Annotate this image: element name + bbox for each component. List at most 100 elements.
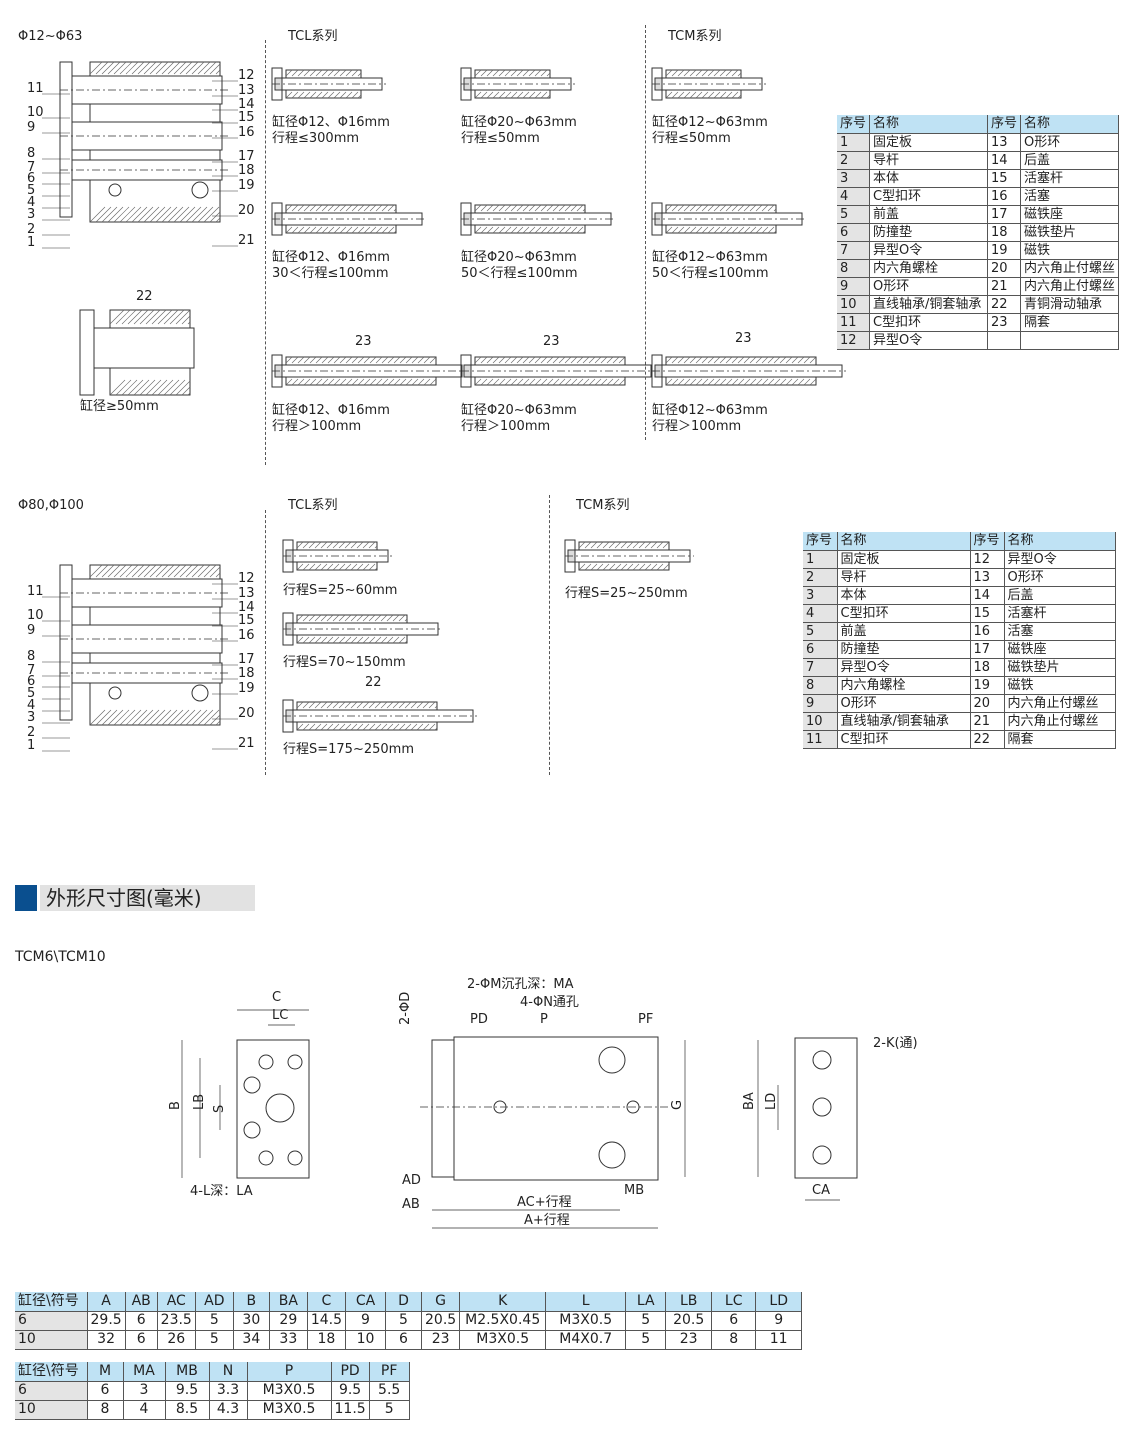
hatch-line [540, 91, 548, 99]
hatch-line [422, 701, 430, 709]
rear-hole [812, 1097, 832, 1117]
hatch-line [137, 61, 151, 75]
table-cell: 3 [123, 1381, 166, 1401]
hatch-line [339, 226, 347, 234]
table-cell: 6 [15, 1311, 88, 1331]
hatch-line [737, 378, 745, 386]
hatch-line [374, 636, 382, 644]
side-plate [431, 1039, 455, 1178]
hatch-line [608, 541, 616, 549]
guide-hole [243, 1076, 261, 1094]
hatch-line [504, 204, 512, 212]
hatch-line [326, 541, 334, 549]
table-cell: 9 [837, 277, 871, 296]
table-cell: 隔套 [1020, 313, 1120, 332]
caption-bore: 缸径Φ20~Φ63mm [461, 250, 577, 265]
table-cell: 本体 [837, 586, 971, 605]
hatch-line [749, 378, 757, 386]
hatch-line [737, 94, 742, 99]
hatch-line [417, 356, 425, 364]
hatch-line [695, 69, 703, 77]
hatch-line [773, 356, 781, 364]
hatch-line [618, 378, 626, 386]
hatch-line [522, 69, 530, 77]
hatch-line [665, 91, 673, 99]
hatch-line [303, 356, 311, 364]
hatch-line [486, 356, 494, 364]
table-cell: 30 [233, 1311, 270, 1331]
caption-stroke: 行程＞100mm [272, 419, 362, 434]
hatch-line [719, 91, 727, 99]
hatch-line [534, 378, 542, 386]
hatch-line [411, 356, 419, 364]
hatch-line [362, 701, 370, 709]
part-number: 13 [238, 586, 255, 601]
part-number: 21 [238, 736, 255, 751]
hatch-line [363, 378, 371, 386]
part-number: 13 [238, 83, 255, 98]
part-number: 5 [27, 183, 36, 198]
hatch-line [749, 356, 757, 364]
table-cell: 隔套 [1004, 730, 1116, 749]
hatch-line [308, 541, 316, 549]
hatch-line [707, 69, 715, 77]
hatch-line [375, 226, 383, 234]
column-header: 序号 [987, 115, 1022, 134]
hatch-line [626, 541, 634, 549]
caption-bore: 缸径Φ12、Φ16mm [272, 115, 390, 130]
part-number: 4 [27, 698, 36, 713]
hatch-line [558, 204, 566, 212]
hatch-line [689, 204, 697, 212]
table-cell: 10 [803, 712, 838, 731]
column-header: 序号 [970, 532, 1005, 551]
hatch-line [677, 226, 685, 234]
hatch-line [380, 636, 388, 644]
stroke-caption: 行程S=175~250mm [283, 742, 414, 757]
table-cell: 20.5 [665, 1311, 713, 1331]
hatch-line [363, 204, 371, 212]
table-cell: 磁铁座 [1020, 205, 1120, 224]
hatch-line [683, 91, 691, 99]
rod-hole [265, 1093, 295, 1123]
hatch-line [303, 226, 311, 234]
part-number: 19 [238, 178, 255, 193]
hatch-line [410, 723, 418, 731]
hatch-line [602, 541, 610, 549]
hatch-line [620, 541, 628, 549]
hatch-line [338, 563, 346, 571]
table-cell: 5 [385, 1311, 423, 1331]
hatch-line [803, 356, 811, 364]
hatch-line [677, 378, 685, 386]
hatch-line [332, 701, 340, 709]
table-cell: 6 [125, 1330, 158, 1350]
table-cell: 8 [837, 259, 871, 278]
hatch-line [131, 206, 148, 223]
caption-stroke: 行程≤300mm [272, 131, 360, 146]
table-cell: 8 [87, 1400, 124, 1420]
hatch-line [492, 226, 500, 234]
hatch-line [510, 356, 518, 364]
hatch-line [665, 69, 673, 77]
table-cell: 12 [837, 331, 871, 350]
table-cell: 29 [269, 1311, 308, 1331]
table-cell: 内六角止付螺丝 [1020, 259, 1120, 278]
part-number-22: 22 [136, 289, 153, 304]
part-number: 14 [238, 97, 255, 112]
hatch-line [671, 378, 679, 386]
hatch-line [474, 91, 482, 99]
column-header: AB [125, 1292, 158, 1312]
hatch-line [326, 636, 334, 644]
hatch-line [339, 378, 347, 386]
part-number: 5 [27, 686, 36, 701]
hatch-line [302, 563, 310, 571]
column-header: PF [369, 1362, 410, 1382]
table-cell: 18 [987, 223, 1022, 242]
hatch-line [689, 226, 697, 234]
hatch-line [137, 709, 154, 726]
hatch-line [368, 614, 376, 622]
table-cell: 10 [15, 1400, 88, 1420]
table-cell: 14 [970, 586, 1005, 605]
hatch-line [356, 701, 364, 709]
